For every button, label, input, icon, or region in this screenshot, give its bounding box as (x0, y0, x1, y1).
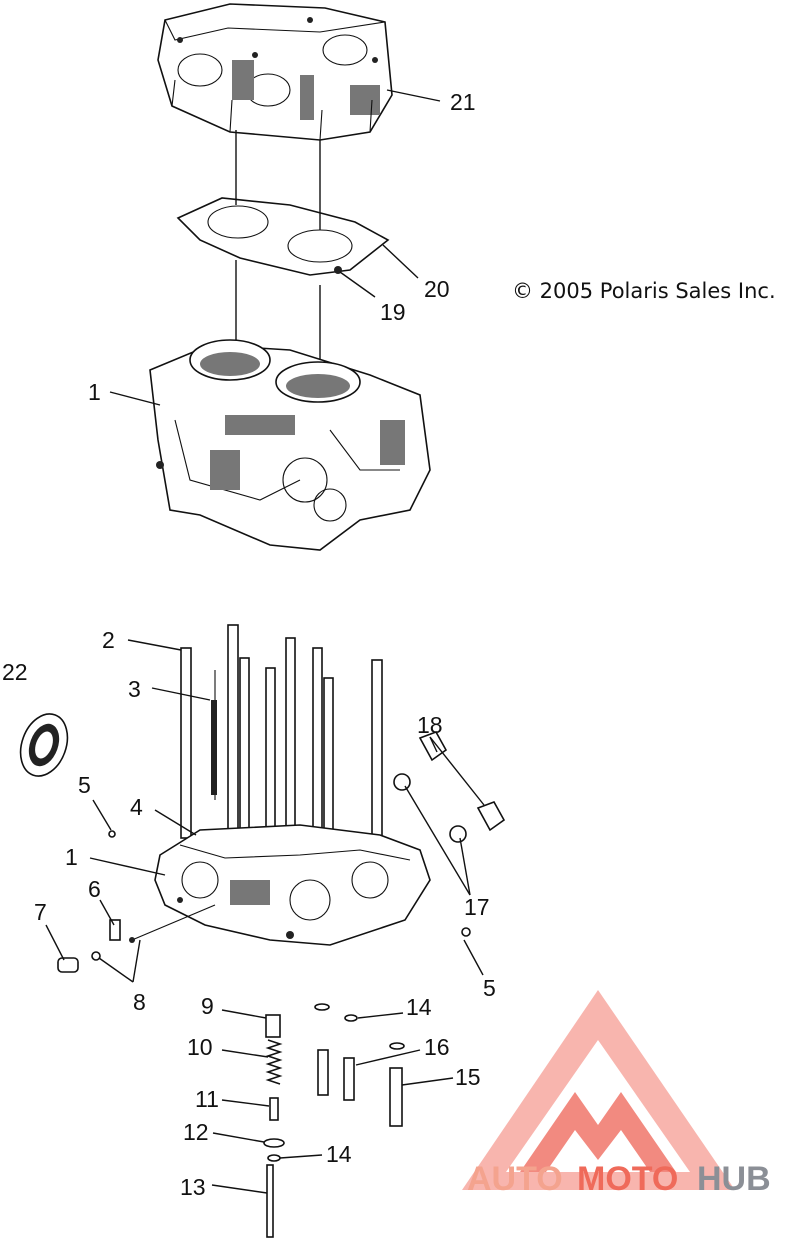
callout-10: 10 (187, 1034, 213, 1060)
copyright-text: © 2005 Polaris Sales Inc. (512, 279, 776, 303)
head-gasket-part (176, 197, 390, 276)
callout-5-left: 5 (78, 772, 91, 798)
logo-m-shape (520, 1092, 676, 1172)
callout-labels: 21 20 19 1 2 22 3 18 5 4 1 6 17 7 5 8 9 … (2, 89, 496, 1200)
hardware-group (57, 830, 471, 973)
studs-group (180, 624, 383, 859)
assembly-guides-top (235, 130, 321, 370)
callout-20: 20 (424, 276, 450, 302)
valve-parts-group (263, 1003, 405, 1238)
callout-21: 21 (450, 89, 476, 115)
callout-16: 16 (424, 1034, 450, 1060)
callout-1-top: 1 (88, 379, 101, 405)
callout-4: 4 (130, 794, 143, 820)
seal-part (19, 713, 69, 777)
callout-13: 13 (180, 1174, 206, 1200)
callout-2: 2 (102, 627, 115, 653)
watermark-logo: AUTO MOTO HUB (462, 990, 771, 1198)
callout-1-bottom: 1 (65, 844, 78, 870)
callout-14-top: 14 (406, 994, 432, 1020)
crankcase-part (154, 824, 431, 946)
callout-8: 8 (133, 989, 146, 1015)
callout-6: 6 (88, 876, 101, 902)
leader-lines (45, 89, 485, 1194)
logo-word-auto: AUTO (467, 1160, 563, 1198)
cylinder-head-part (157, 3, 393, 141)
callout-22: 22 (2, 659, 28, 685)
callout-14-bottom: 14 (326, 1141, 352, 1167)
callout-19: 19 (380, 299, 406, 325)
callout-17: 17 (464, 894, 490, 920)
callout-15: 15 (455, 1064, 481, 1090)
callout-18: 18 (417, 712, 443, 738)
callout-11: 11 (195, 1086, 219, 1112)
callout-12: 12 (183, 1119, 209, 1145)
callout-9: 9 (201, 993, 214, 1019)
logo-word-hub: HUB (697, 1160, 771, 1198)
callout-7: 7 (34, 899, 47, 925)
callout-5-right: 5 (483, 975, 496, 1001)
cylinder-block-part (149, 339, 431, 551)
callout-3: 3 (128, 676, 141, 702)
logo-word-moto: MOTO (577, 1160, 678, 1198)
fittings-group (393, 731, 506, 843)
